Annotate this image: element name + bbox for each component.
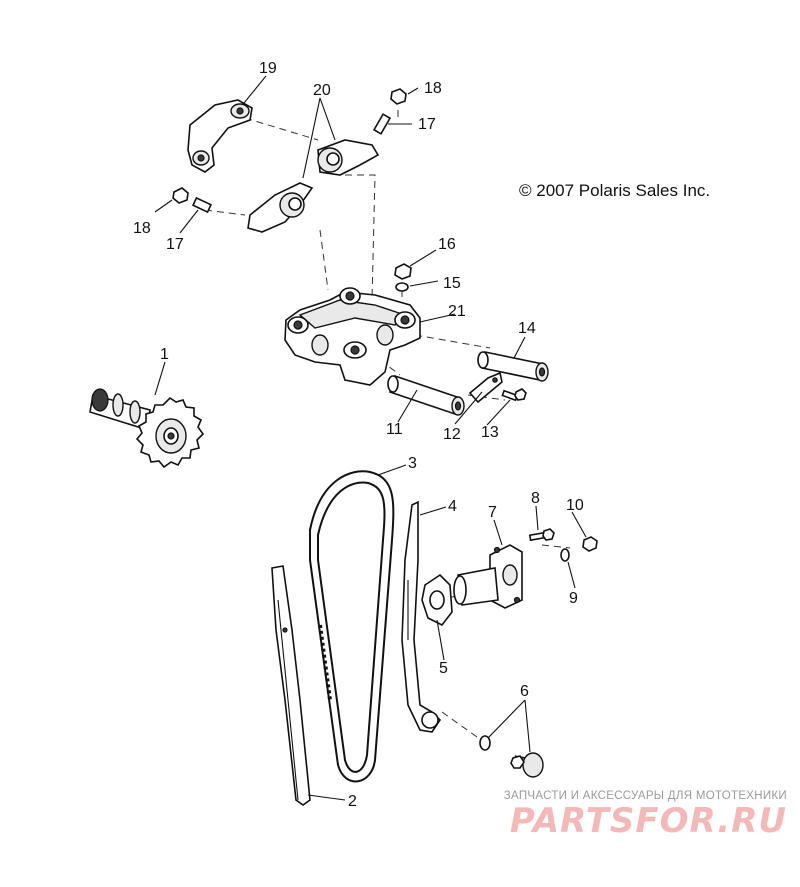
callout-numbers: 19 20 18 17 18 17 16 15 21 14 1 11 12 13… <box>133 60 584 810</box>
callout-17-upper: 17 <box>418 116 436 133</box>
bolt-part-8 <box>528 528 555 542</box>
callout-2: 2 <box>348 793 357 810</box>
cam-chain-part-3 <box>309 470 395 783</box>
adjuster-screw-part-17-lower <box>191 196 213 214</box>
adjuster-nut-part-18-lower <box>172 187 189 204</box>
copyright-notice: © 2007 Polaris Sales Inc. <box>519 181 711 200</box>
cap-bolt-part-10 <box>582 536 598 552</box>
callout-15: 15 <box>443 275 461 292</box>
camshaft-sprocket-part-1 <box>89 388 205 469</box>
callout-4: 4 <box>448 498 457 515</box>
callout-7: 7 <box>488 504 497 521</box>
callout-19: 19 <box>259 60 277 77</box>
rocker-bracket-part-19 <box>187 99 253 173</box>
callout-1: 1 <box>160 346 169 363</box>
chain-guide-part-2 <box>271 565 311 806</box>
callout-6: 6 <box>520 683 529 700</box>
gasket-part-5 <box>421 573 453 627</box>
callout-12: 12 <box>443 426 461 443</box>
callout-8: 8 <box>531 490 540 507</box>
o-ring-part-9 <box>560 548 570 562</box>
callout-13: 13 <box>481 424 499 441</box>
callout-11: 11 <box>386 421 403 438</box>
callout-20: 20 <box>313 82 331 99</box>
callout-17-lower: 17 <box>166 236 184 253</box>
rocker-housing-part-21 <box>284 287 421 386</box>
bolt-part-13 <box>501 388 527 402</box>
adjuster-nut-part-18-upper <box>390 88 407 105</box>
callout-9: 9 <box>569 590 578 607</box>
watermark-logo: PARTSFOR.RU <box>509 801 787 841</box>
callout-16: 16 <box>438 236 456 253</box>
callout-leaders <box>154 75 587 801</box>
callout-10: 10 <box>566 497 584 514</box>
pivot-bolt-part-6 <box>479 735 544 778</box>
callout-14: 14 <box>518 320 536 337</box>
callout-5: 5 <box>439 660 448 677</box>
rocker-arm-part-20-upper <box>317 139 380 176</box>
watermark: ЗАПЧАСТИ И АКСЕССУАРЫ ДЛЯ МОТОТЕХНИКИ PA… <box>487 790 787 840</box>
callout-18-upper: 18 <box>424 80 442 97</box>
rocker-shaft-part-11 <box>387 374 465 416</box>
callout-21: 21 <box>448 303 466 320</box>
adjuster-screw-part-17-upper <box>372 113 392 135</box>
callout-3: 3 <box>408 455 417 472</box>
washer-part-15 <box>395 282 409 292</box>
rocker-arm-part-20-lower <box>247 182 314 233</box>
callout-18-lower: 18 <box>133 220 151 237</box>
watermark-tagline: ЗАПЧАСТИ И АКСЕССУАРЫ ДЛЯ МОТОТЕХНИКИ <box>503 790 787 802</box>
retaining-plate-part-12 <box>468 371 503 404</box>
chain-tensioner-part-7 <box>453 544 523 609</box>
rocker-shaft-part-14 <box>477 351 549 382</box>
nut-part-16 <box>394 263 412 280</box>
tensioner-guide-part-4 <box>401 500 442 733</box>
